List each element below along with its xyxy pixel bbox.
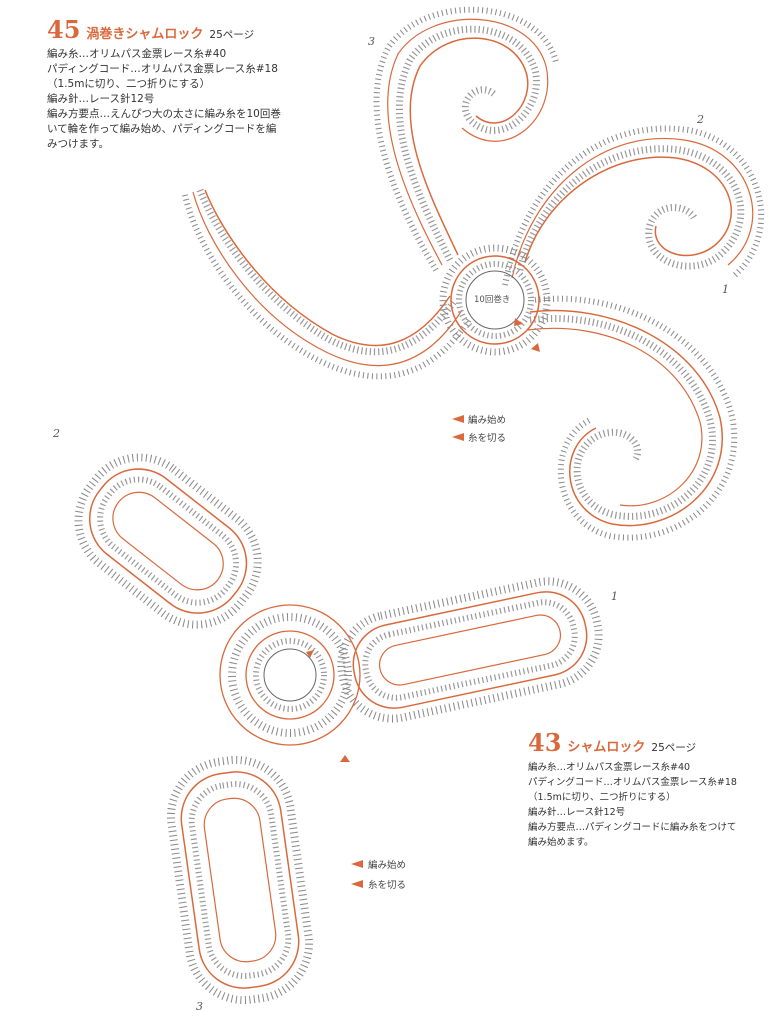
pattern-45-page-ref: 25ページ <box>209 29 255 41</box>
diagram-45-section-label: 3 <box>368 35 375 48</box>
pattern-45-line: 編み方要点…えんぴつ大の太さに編み糸を10回巻 <box>47 108 281 120</box>
legend-43: 編み始め 糸を切る <box>368 856 406 892</box>
pattern-43-line: （1.5mに切り、二つ折りにする） <box>528 792 676 803</box>
legend-45-start-label: 編み始め <box>468 415 507 426</box>
diagram-43-section-label: 1 <box>611 590 618 603</box>
diagram-43-section-label: 3 <box>196 1000 203 1013</box>
legend-45-start: 編み始め <box>468 411 506 427</box>
diagram-45-lower-swirl <box>527 295 738 541</box>
diagram-43-left-leaf <box>74 453 262 629</box>
diagram-43-center-ring <box>219 604 361 746</box>
legend-45-start-arrow-icon <box>452 415 464 423</box>
pattern-45-info: 45 渦巻きシャムロック 25ページ 編み糸…オリムパス金票レース糸#40 パデ… <box>47 18 337 152</box>
diagram-45-section-label: 1 <box>722 283 729 296</box>
diagram-45-right-swirl <box>502 125 765 286</box>
pattern-45-line: パディングコード…オリムパス金票レース糸#18 <box>47 63 278 75</box>
legend-43-cut-label: 糸を切る <box>368 880 407 891</box>
pattern-43-info: 43 シャムロック 25ページ 編み糸…オリムパス金票レース糸#40 パディング… <box>528 731 768 850</box>
diagram-45-section-label: 2 <box>697 113 704 126</box>
legend-45-cut-arrow-icon <box>452 433 464 441</box>
start-arrow-icon <box>306 650 314 658</box>
legend-43-start: 編み始め <box>368 856 406 872</box>
pattern-43-heading: 43 シャムロック 25ページ <box>528 731 768 756</box>
cut-arrow-icon <box>531 343 540 352</box>
legend-45: 編み始め 糸を切る <box>468 411 506 445</box>
pattern-45-line: いて輪を作って編み始め、パディングコードを編 <box>47 123 277 135</box>
diagram-43 <box>74 453 603 1005</box>
legend-43-cut-arrow-icon <box>351 880 363 888</box>
legend-45-cut: 糸を切る <box>468 429 506 445</box>
legend-45-cut-label: 糸を切る <box>468 433 507 444</box>
legend-43-cut: 糸を切る <box>368 876 406 892</box>
diagram-43-bottom-leaf <box>167 755 313 1005</box>
pattern-43-line: パディングコード…オリムパス金票レース糸#18 <box>528 777 737 788</box>
diagram-45 <box>182 6 765 541</box>
pattern-43-line: 編み針…レース針12号 <box>528 807 626 818</box>
diagram-43-section-label: 2 <box>53 427 60 440</box>
diagram-45-center-ring <box>439 244 551 356</box>
diagram-43-right-leaf <box>337 577 603 723</box>
diagram-45-left-arm <box>182 188 473 380</box>
diagram-45-top-curl <box>373 6 559 272</box>
pattern-45-heading: 45 渦巻きシャムロック 25ページ <box>47 18 337 43</box>
pattern-43-line: 編み糸…オリムパス金票レース糸#40 <box>528 762 691 773</box>
start-arrow-icon <box>514 318 523 326</box>
pattern-45-title: 渦巻きシャムロック <box>86 27 204 42</box>
pattern-43-page-ref: 25ページ <box>651 742 697 754</box>
pattern-45-line: みつけます。 <box>47 138 109 150</box>
legend-43-start-arrow-icon <box>351 860 363 868</box>
cut-arrow-icon <box>340 755 350 762</box>
pattern-43-title: シャムロック <box>567 740 646 755</box>
pattern-45-line: （1.5mに切り、二つ折りにする） <box>47 78 211 90</box>
legend-43-start-label: 編み始め <box>368 860 407 871</box>
pattern-43-line: 編み方要点…パディングコードに編み糸をつけて <box>528 822 737 833</box>
pattern-45-line: 編み針…レース針12号 <box>47 93 155 105</box>
pattern-43-line: 編み始めます。 <box>528 837 594 848</box>
pattern-45-line: 編み糸…オリムパス金票レース糸#40 <box>47 48 227 60</box>
diagram-45-ring-label: 10回巻き <box>474 295 511 305</box>
